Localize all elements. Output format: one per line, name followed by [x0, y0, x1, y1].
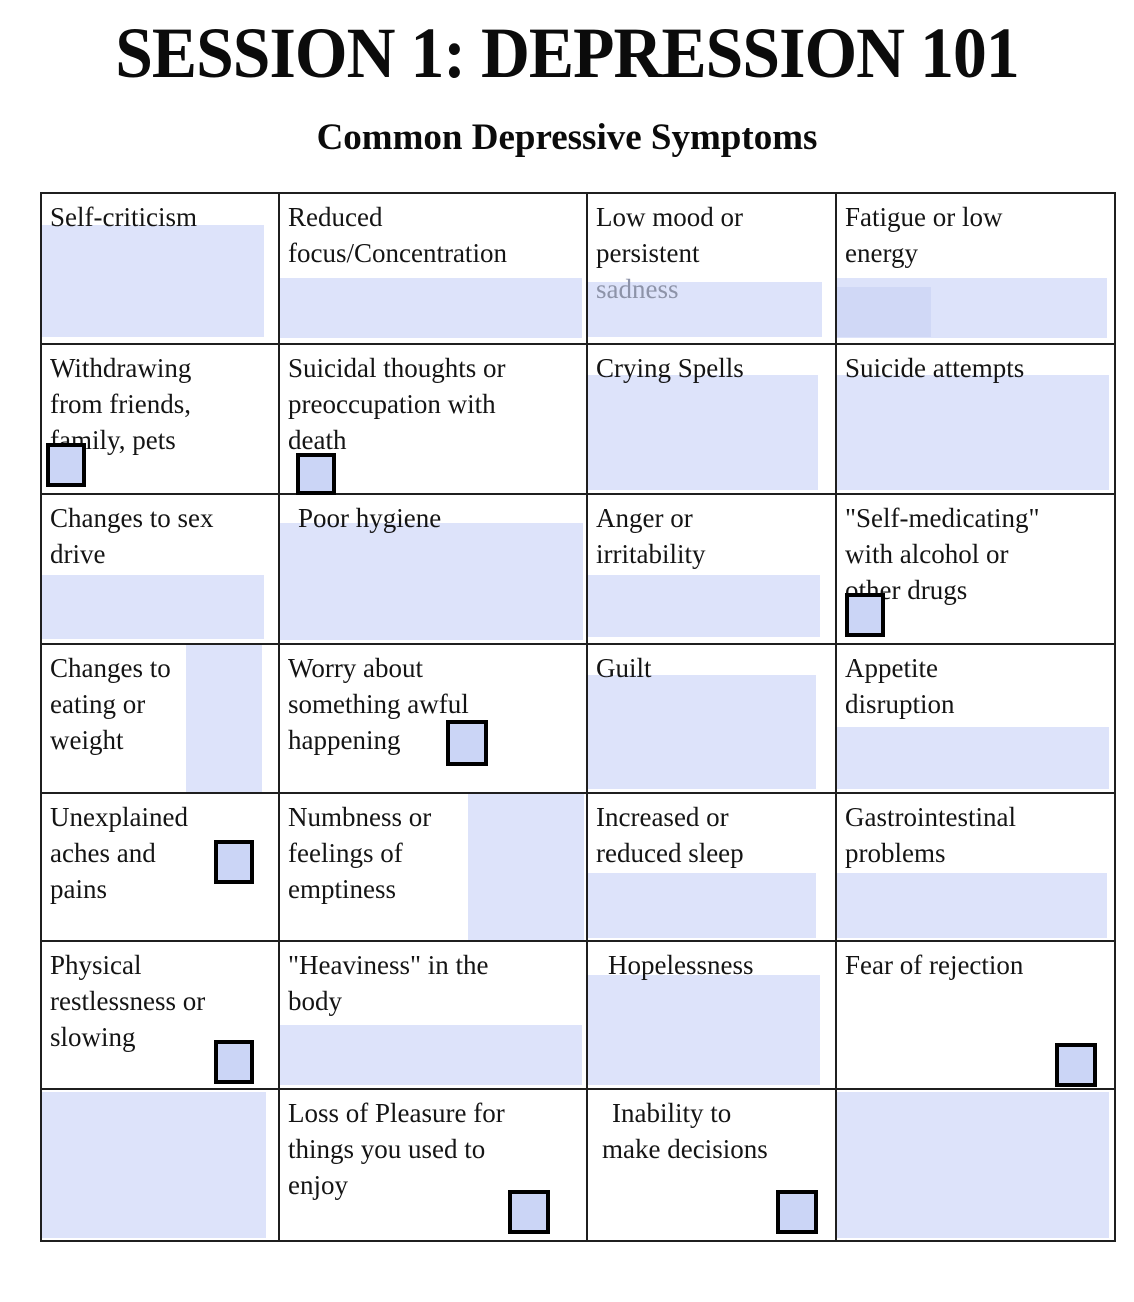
symptom-label: Fatigue or low energy — [845, 201, 1003, 268]
symptom-label: Unexplained aches and pains — [50, 801, 188, 904]
text-field-highlight[interactable] — [837, 872, 1107, 938]
cell-empty-right — [837, 1089, 1116, 1242]
symptom-label-faded: sadness — [596, 273, 679, 304]
checkbox[interactable] — [776, 1189, 818, 1234]
text-field-highlight[interactable] — [588, 974, 820, 1085]
cell-suicide-attempts: Suicide attempts — [837, 344, 1116, 495]
checkbox[interactable] — [446, 719, 488, 766]
symptom-label: Physical restlessness or slowing — [50, 949, 206, 1052]
text-field-highlight[interactable] — [42, 224, 264, 337]
symptom-label: Loss of Pleasure for things you used to … — [288, 1097, 505, 1200]
cell-reduced-focus: Reduced focus/Concentration — [280, 193, 588, 345]
text-field-highlight[interactable] — [588, 374, 818, 490]
cell-heaviness: "Heaviness" in the body — [280, 941, 588, 1090]
text-field-highlight[interactable] — [588, 574, 820, 637]
symptom-label: Appetite disruption — [845, 652, 955, 719]
checkbox[interactable] — [845, 592, 885, 637]
text-field-highlight[interactable] — [42, 1091, 266, 1238]
cell-aches-pains: Unexplained aches and pains — [42, 793, 280, 942]
symptom-label: "Self-medicating" with alcohol or other … — [845, 502, 1040, 605]
cell-eating-weight: Changes to eating or weight — [42, 644, 280, 794]
symptom-label: Numbness or feelings of emptiness — [288, 801, 432, 904]
cell-self-medicating: "Self-medicating" with alcohol or other … — [837, 494, 1116, 645]
checkbox[interactable] — [46, 442, 86, 487]
cell-numbness: Numbness or feelings of emptiness — [280, 793, 588, 942]
text-field-highlight[interactable] — [837, 286, 931, 337]
symptom-label: Fear of rejection — [845, 949, 1024, 980]
symptom-label: Hopelessness — [608, 949, 754, 980]
symptom-label: Worry about something awful happening — [288, 652, 469, 755]
checkbox[interactable] — [508, 1189, 550, 1234]
checkbox[interactable] — [296, 452, 336, 495]
text-field-highlight[interactable] — [588, 674, 816, 789]
cell-sleep: Increased or reduced sleep — [588, 793, 837, 942]
symptom-label: Inability to make decisions — [602, 1097, 768, 1164]
symptom-label: Reduced focus/Concentration — [288, 201, 507, 268]
cell-self-criticism: Self-criticism — [42, 193, 280, 345]
symptom-label: Increased or reduced sleep — [596, 801, 744, 868]
symptom-label: Self-criticism — [50, 201, 197, 232]
cell-fatigue: Fatigue or low energy — [837, 193, 1116, 345]
cell-restlessness: Physical restlessness or slowing — [42, 941, 280, 1090]
symptom-label: Suicide attempts — [845, 352, 1025, 383]
text-field-highlight[interactable] — [280, 522, 583, 640]
text-field-highlight[interactable] — [837, 1091, 1109, 1238]
symptoms-table: Self-criticism Reduced focus/Concentrati… — [40, 191, 1116, 1242]
cell-gastrointestinal: Gastrointestinal problems — [837, 793, 1116, 942]
text-field-highlight[interactable] — [280, 1024, 582, 1085]
symptom-label: "Heaviness" in the body — [288, 949, 489, 1016]
symptom-label: Changes to sex drive — [50, 502, 214, 569]
cell-suicidal-thoughts: Suicidal thoughts or preoccupation with … — [280, 344, 588, 495]
cell-guilt: Guilt — [588, 644, 837, 794]
cell-loss-of-pleasure: Loss of Pleasure for things you used to … — [280, 1089, 588, 1242]
page-title: SESSION 1: DEPRESSION 101 — [115, 13, 1020, 93]
text-field-highlight[interactable] — [280, 277, 582, 338]
checkbox[interactable] — [1055, 1042, 1097, 1087]
text-field-highlight[interactable] — [42, 574, 264, 639]
text-field-highlight[interactable] — [837, 374, 1109, 490]
symptom-label: Anger or irritability — [596, 502, 706, 569]
symptom-label: Poor hygiene — [298, 502, 442, 533]
cell-empty-left — [42, 1089, 280, 1242]
cell-appetite: Appetite disruption — [837, 644, 1116, 794]
text-field-highlight[interactable] — [186, 644, 262, 792]
text-field-highlight[interactable] — [588, 281, 822, 337]
text-field-highlight[interactable] — [468, 793, 584, 940]
checkbox[interactable] — [214, 1039, 254, 1084]
cell-hopelessness: Hopelessness — [588, 941, 837, 1090]
cell-sex-drive: Changes to sex drive — [42, 494, 280, 645]
symptom-label: Crying Spells — [596, 352, 744, 383]
cell-poor-hygiene: Poor hygiene — [280, 494, 588, 645]
symptom-label: Withdrawing from friends, family, pets — [50, 352, 192, 455]
checkbox[interactable] — [214, 839, 254, 884]
cell-worry: Worry about something awful happening — [280, 644, 588, 794]
cell-fear-rejection: Fear of rejection — [837, 941, 1116, 1090]
cell-crying-spells: Crying Spells — [588, 344, 837, 495]
symptom-label: Guilt — [596, 652, 652, 683]
symptom-label: Suicidal thoughts or preoccupation with … — [288, 352, 506, 455]
page-subtitle: Common Depressive Symptoms — [316, 116, 818, 158]
symptom-label: Gastrointestinal problems — [845, 801, 1016, 868]
cell-anger: Anger or irritability — [588, 494, 837, 645]
symptom-label: Changes to eating or weight — [50, 652, 171, 755]
text-field-highlight[interactable] — [588, 872, 816, 938]
cell-inability-decisions: Inability to make decisions — [588, 1089, 837, 1242]
cell-withdrawing: Withdrawing from friends, family, pets — [42, 344, 280, 495]
text-field-highlight[interactable] — [837, 726, 1109, 789]
